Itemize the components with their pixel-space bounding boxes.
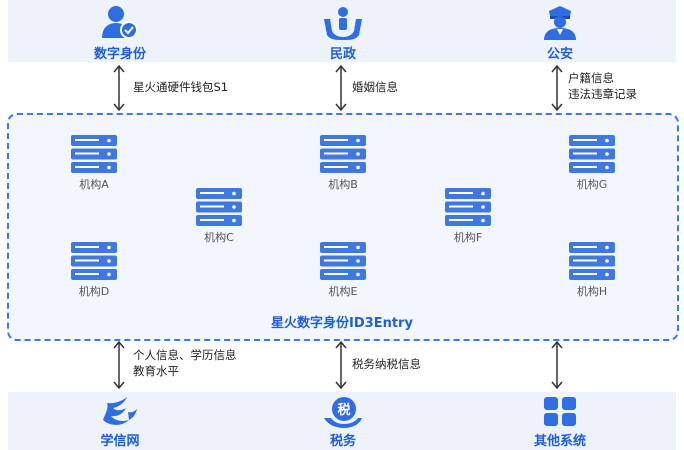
link-annotation: 个人信息、学历信息 教育水平 [133,347,237,379]
institution-label: 机构B [328,178,358,191]
link-arrow [335,340,347,390]
link-annotation: 户籍信息 违法违章记录 [568,70,637,102]
id3entry-network-box [7,113,679,341]
annotation-line: 违法违章记录 [568,87,637,101]
institution-label: 机构C [204,231,234,244]
server-icon [445,188,491,226]
institution-label: 机构A [79,178,109,191]
institution-label: 机构D [78,285,110,298]
server-icon [569,135,615,173]
link-annotation: 星火通硬件钱包S1 [133,79,228,95]
link-arrow [113,64,125,112]
bird-logo-icon [103,397,137,425]
institution-b: 机构B [298,135,388,192]
annotation-line: 户籍信息 [568,71,614,85]
tax-hand-icon: 税 [324,397,362,428]
institution-label: 机构H [576,285,608,298]
annotation-line: 婚姻信息 [352,80,398,94]
server-icon [71,242,117,280]
node-tax: 税 税务 [283,396,403,449]
institution-f: 机构F [423,188,513,245]
server-icon [71,135,117,173]
institution-label: 机构F [453,231,483,244]
node-label: 学信网 [100,434,140,449]
annotation-line: 税务纳税信息 [352,357,421,371]
node-label: 公安 [546,47,573,62]
node-label: 税务 [329,434,356,449]
node-civil-affairs: 民政 [283,5,403,62]
node-label: 数字身份 [93,47,146,62]
institution-d: 机构D [49,242,139,299]
id3entry-title: 星火数字身份ID3Entry [271,316,413,331]
server-icon [320,242,366,280]
link-arrow [113,340,125,390]
server-icon [569,242,615,280]
grid-apps-icon [544,397,576,426]
institution-e: 机构E [298,242,388,299]
institution-g: 机构G [547,135,637,192]
institution-h: 机构H [547,242,637,299]
institution-c: 机构C [174,188,264,245]
node-label: 民政 [329,47,356,62]
link-arrow [551,64,563,112]
police-officer-icon [544,6,576,40]
annotation-line: 教育水平 [133,364,179,378]
institution-a: 机构A [49,135,139,192]
user-check-icon [102,6,138,39]
node-other-systems: 其他系统 [500,396,620,449]
server-icon [320,135,366,173]
link-arrow [335,64,347,112]
node-chsi: 学信网 [60,396,180,449]
node-police: 公安 [500,5,620,62]
server-icon [196,188,242,226]
institution-label: 机构E [328,285,358,298]
annotation-line: 个人信息、学历信息 [133,348,237,362]
link-annotation: 税务纳税信息 [352,356,421,372]
annotation-line: 星火通硬件钱包S1 [133,80,229,94]
node-label: 其他系统 [533,434,586,449]
link-arrow [551,340,563,390]
hands-person-icon [324,7,362,40]
tax-glyph: 税 [337,402,350,418]
link-annotation: 婚姻信息 [352,79,398,95]
node-digital-identity: 数字身份 [60,5,180,62]
institution-label: 机构G [576,178,608,191]
